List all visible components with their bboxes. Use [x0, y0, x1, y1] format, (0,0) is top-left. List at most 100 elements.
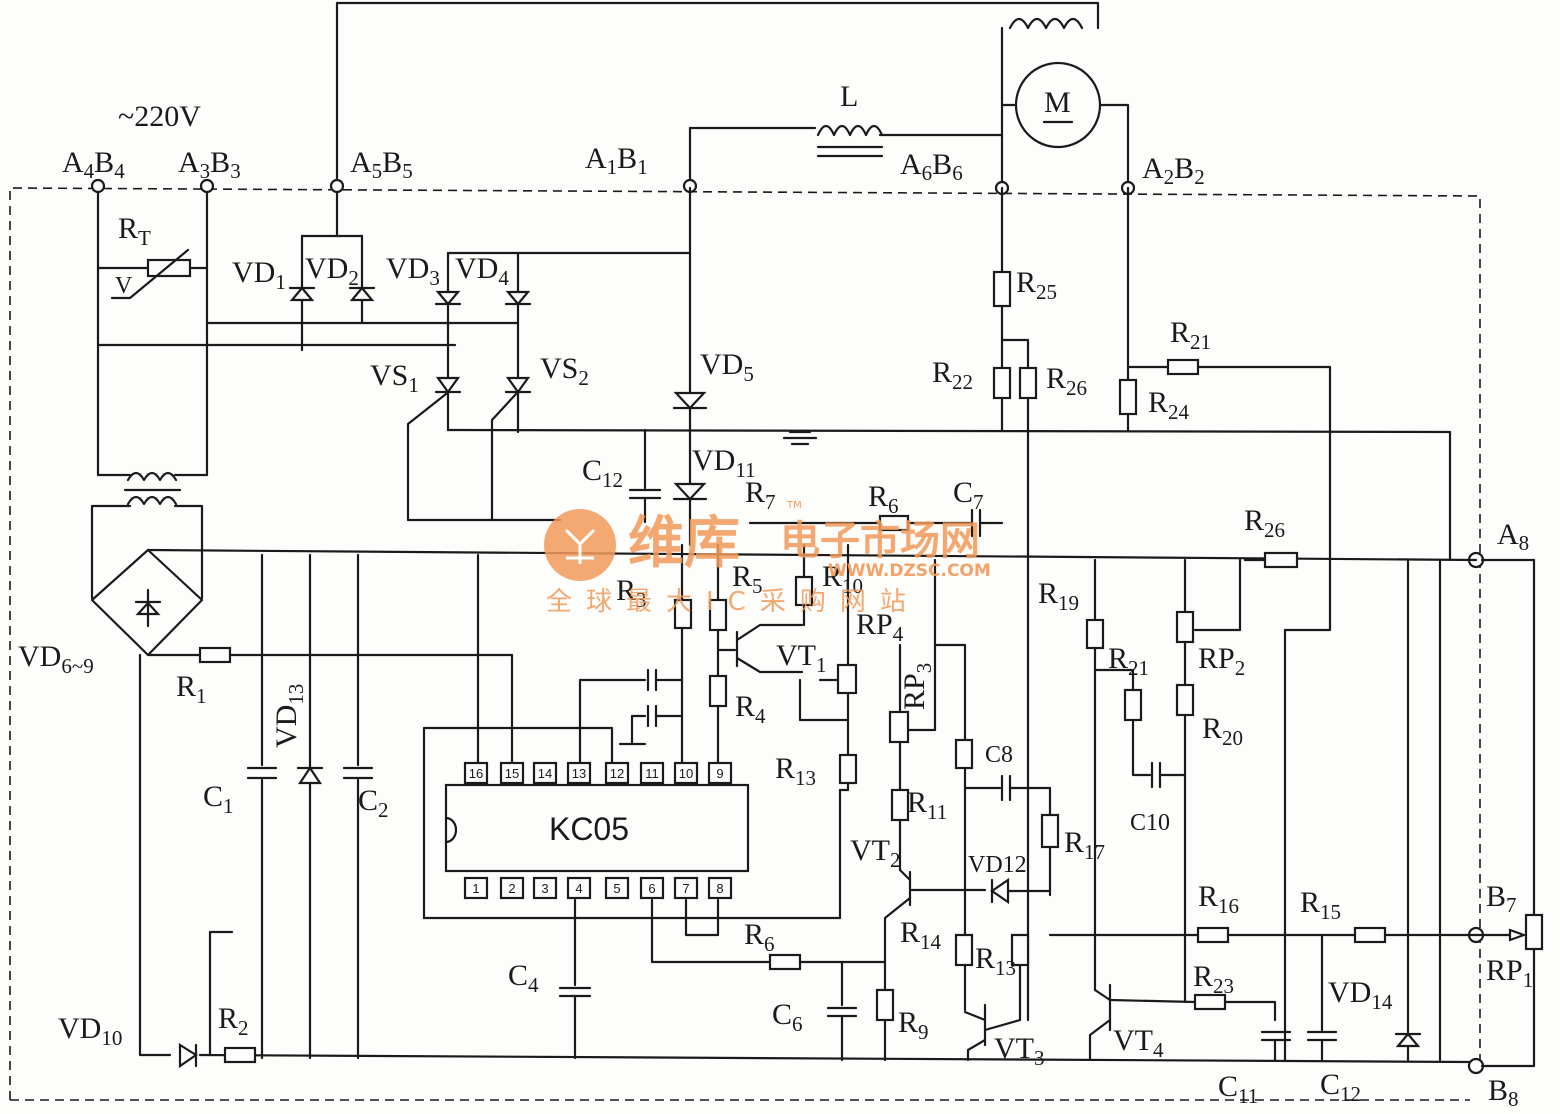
part-label-r14: R14 [900, 916, 942, 954]
part-label-r19: R19 [1038, 577, 1079, 615]
part-label-c7: C7 [953, 476, 984, 514]
ic-pin-bottom [639, 876, 665, 900]
ic-name: KC05 [549, 811, 629, 847]
watermark-brand2: 电子市场网 [780, 518, 980, 564]
part-label-v: V [115, 273, 133, 299]
right-network [1048, 551, 1544, 1068]
ic-pin-label: 3 [541, 881, 548, 896]
part-label-r1: R1 [176, 670, 207, 708]
part-label-rp2: RP2 [1198, 642, 1245, 680]
ic-pin-label: 10 [679, 766, 693, 781]
part-label-vd6_9: VD6~9 [18, 640, 94, 678]
part-label-r21b: R21 [1108, 642, 1149, 680]
part-label-vd2: VD2 [305, 252, 359, 290]
part-label-r4: R4 [735, 690, 766, 728]
ic-pin-label: 8 [716, 881, 723, 896]
part-label-r26b: R26 [1244, 504, 1285, 542]
field-coil [1008, 17, 1084, 30]
ic-pin-bottom [532, 876, 558, 900]
ic-pin-bottom [463, 876, 489, 900]
part-label-r20: R20 [1202, 712, 1243, 750]
ic-pin-bottom [604, 876, 630, 900]
part-label-r16: R16 [1198, 880, 1239, 918]
part-label-c8: C8 [985, 742, 1013, 768]
part-label-rt: RT [118, 212, 151, 250]
part-label-vd11: VD11 [692, 444, 756, 482]
module-outline [9, 187, 1481, 1100]
part-label-vt3: VT3 [994, 1032, 1045, 1070]
label-A3B3: A3B3 [178, 146, 241, 183]
part-label-vt2: VT2 [850, 834, 901, 872]
ic-pin-label: 5 [613, 881, 620, 896]
part-label-c4: C4 [508, 959, 539, 997]
part-label-r9: R9 [898, 1006, 929, 1044]
part-label-r13b: R13 [975, 942, 1016, 980]
part-label-c12b: C12 [1320, 1068, 1361, 1106]
thyristor-bridge [96, 234, 692, 522]
part-label-r6a: R6 [868, 480, 899, 518]
labels: ~220V A4B4 A3B3 A5B5 A1B1 A6B6 A2B2 A8 B… [18, 80, 1533, 1111]
ic-pin-label: 16 [469, 766, 483, 781]
label-A2B2: A2B2 [1142, 152, 1205, 189]
feedback-resistors [992, 186, 1332, 1062]
part-label-r6b: R6 [744, 918, 775, 956]
vd5-column [446, 186, 1452, 562]
part-label-vd12: VD12 [968, 852, 1027, 878]
part-label-c11: C11 [1218, 1070, 1258, 1108]
part-label-vd4: VD4 [455, 252, 509, 290]
part-label-c2: C2 [358, 784, 389, 822]
part-label-vs2: VS2 [540, 352, 589, 390]
label-A5B5: A5B5 [350, 146, 413, 183]
watermark-tm: TM [786, 500, 802, 511]
part-label-r7: R7 [745, 476, 776, 514]
label-A1B1: A1B1 [585, 142, 648, 179]
inductor-label: L [840, 80, 858, 113]
ic-pin-label: 2 [508, 881, 515, 896]
diode-VD10 [178, 1043, 199, 1069]
ic-pin-top [707, 761, 733, 785]
part-label-r23: R23 [1193, 960, 1234, 998]
ic-pin-top [463, 761, 489, 785]
ground-rail [198, 1053, 1472, 1064]
ic-pin-top [566, 761, 592, 785]
ic-pin-top [499, 761, 525, 785]
supply-label: ~220V [118, 100, 201, 133]
part-label-vd1: VD1 [232, 256, 286, 294]
terminals [90, 178, 1485, 1075]
part-label-r21a: R21 [1170, 316, 1211, 354]
ic-pin-top [532, 761, 558, 785]
ic-pin-label: 1 [472, 881, 479, 896]
motor [1014, 61, 1102, 149]
ic-pin-label: 13 [572, 766, 586, 781]
label-A6B6: A6B6 [900, 148, 963, 185]
part-label-r24: R24 [1148, 386, 1190, 424]
part-label-vd10: VD10 [58, 1012, 122, 1050]
part-label-rp4: RP4 [856, 608, 904, 646]
part-label-c1: C1 [203, 780, 234, 818]
part-label-r22: R22 [932, 356, 973, 394]
part-label-r2: R2 [218, 1002, 249, 1040]
watermark-slogan: 全球最大IC采购网站 [546, 587, 920, 617]
ic-pin-bottom [673, 876, 699, 900]
part-label-c6: C6 [772, 998, 803, 1036]
ic-pin-label: 9 [716, 766, 723, 781]
ic-pin-label: 14 [538, 766, 552, 781]
part-label-r11: R11 [907, 786, 947, 824]
motor-label: M [1044, 86, 1071, 119]
part-label-r3: R3 [616, 574, 647, 612]
part-label-vd5: VD5 [700, 348, 754, 386]
part-label-r10: R10 [822, 560, 863, 598]
part-label-vt1: VT1 [776, 639, 827, 677]
part-label-r13a: R13 [775, 752, 816, 790]
watermark-brand: 维库 [628, 511, 740, 576]
top-wiring [96, 1, 1130, 477]
label-A4B4: A4B4 [62, 146, 125, 183]
part-label-r26a: R26 [1046, 362, 1087, 400]
ic-pin-top [639, 761, 665, 785]
ic-pin-bottom [499, 876, 525, 900]
ic-pin-label: 15 [505, 766, 519, 781]
ic-pin-bottom [566, 876, 592, 900]
ic-pin-bottom [707, 876, 733, 900]
